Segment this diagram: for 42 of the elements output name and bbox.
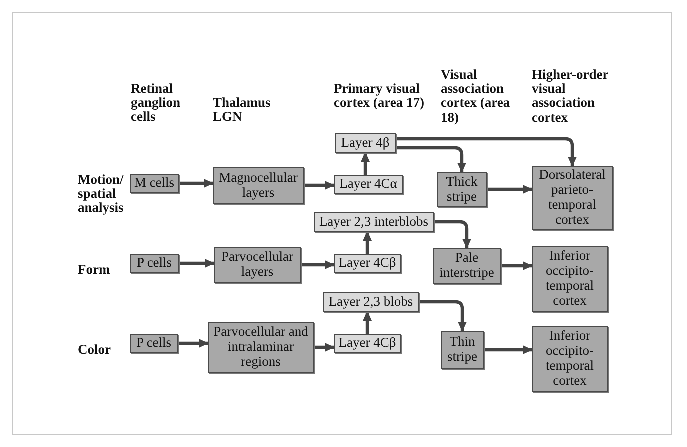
arrow [314,343,335,352]
process-box: Parvocellular layers [214,247,301,283]
process-box: Layer 2,3 interblobs [314,212,434,232]
column-heading: Visual association cortex (area 18) [441,68,512,125]
process-box: P cells [130,254,179,273]
arrow [301,260,335,270]
arrow [396,137,577,167]
arrow [179,259,215,268]
process-box: Thin stripe [441,331,484,369]
arrow [484,346,533,354]
process-box: Layer 4Cβ [334,254,401,273]
row-heading: Motion/ spatial analysis [78,173,125,216]
process-box: Layer 2,3 blobs [323,292,419,312]
arrow [179,179,214,188]
process-box: Layer 4Cβ [334,334,401,353]
arrow [363,311,372,334]
arrow [363,231,372,254]
row-heading: Color [78,343,112,358]
row-heading: Form [78,263,112,278]
arrow [487,185,533,194]
column-heading: Primary visual cortex (area 17) [334,82,426,110]
process-box: Thick stripe [437,172,487,207]
column-heading: Thalamus LGN [213,96,272,124]
arrow [396,146,466,173]
process-box: P cells [130,334,178,353]
arrow [501,262,533,270]
arrow [304,181,335,190]
process-box: Magnocellular layers [213,167,304,204]
process-box: Dorsolateral parieto-temporal cortex [532,166,613,230]
process-box: M cells [130,174,179,193]
process-box: Pale interstripe [433,248,501,284]
process-box: Inferior occipito-temporal cortex [532,326,608,392]
column-heading: Retinal ganglion cells [131,82,182,125]
arrow [434,220,472,249]
process-box: Layer 4Cα [334,175,403,194]
column-heading: Higher-order visual association cortex [532,68,610,125]
arrow [178,339,209,348]
arrow [361,152,370,175]
process-box: Inferior occipito-temporal cortex [532,246,608,312]
process-box: Parvocellular and intralaminar regions [208,322,314,373]
process-box: Layer 4β [335,133,396,153]
arrow [419,300,467,332]
